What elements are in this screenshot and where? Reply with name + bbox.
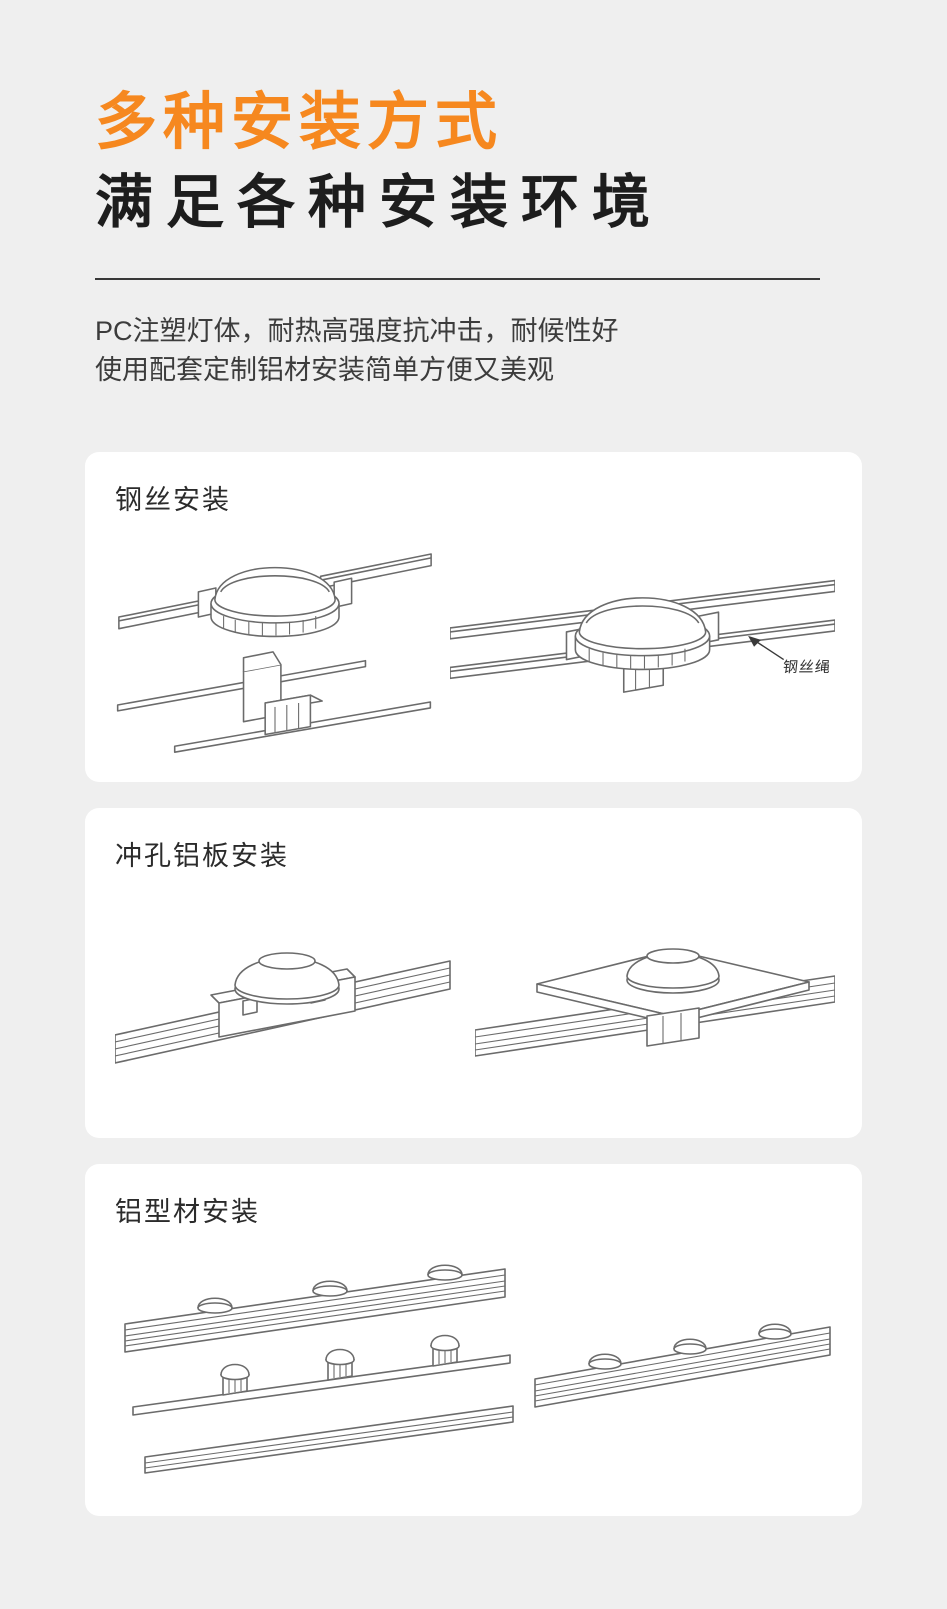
page-title-accent: 多种安装方式: [95, 88, 504, 157]
description-line-1: PC注塑灯体，耐热高强度抗冲击，耐候性好: [95, 315, 619, 346]
card-profile-install-label: 铝型材安装: [115, 1196, 260, 1227]
card-profile-install: 铝型材安装: [85, 1163, 862, 1516]
wire-module-drawing: [118, 553, 432, 638]
card-plate-install: 冲孔铝板安装: [85, 807, 862, 1138]
header: 多种安装方式 满足各种安装环境 PC注塑灯体，耐热高强度抗冲击，耐候性好 使用配…: [0, 0, 947, 390]
profile-strip-drawing: [534, 1323, 831, 1408]
wire-rope-annotation: 钢丝绳: [782, 658, 832, 676]
wire-module-annotated-drawing: [450, 579, 835, 693]
description-line-2: 使用配套定制铝材安装简单方便又美观: [95, 354, 554, 385]
card-wire-install-label: 钢丝安装: [115, 484, 231, 515]
card-wire-install: 钢丝安装: [85, 451, 862, 782]
card-plate-install-label: 冲孔铝板安装: [115, 840, 289, 871]
cards-section: 钢丝安装: [0, 451, 947, 1516]
wire-clamp-drawing: [116, 650, 432, 753]
divider: [95, 277, 820, 280]
ribbon-module-drawing: [115, 952, 451, 1064]
page-title: 满足各种安装环境: [95, 169, 664, 235]
annotation-arrow: [748, 635, 785, 661]
profile-set-drawing: [124, 1264, 514, 1474]
plate-module-drawing: [475, 948, 835, 1057]
